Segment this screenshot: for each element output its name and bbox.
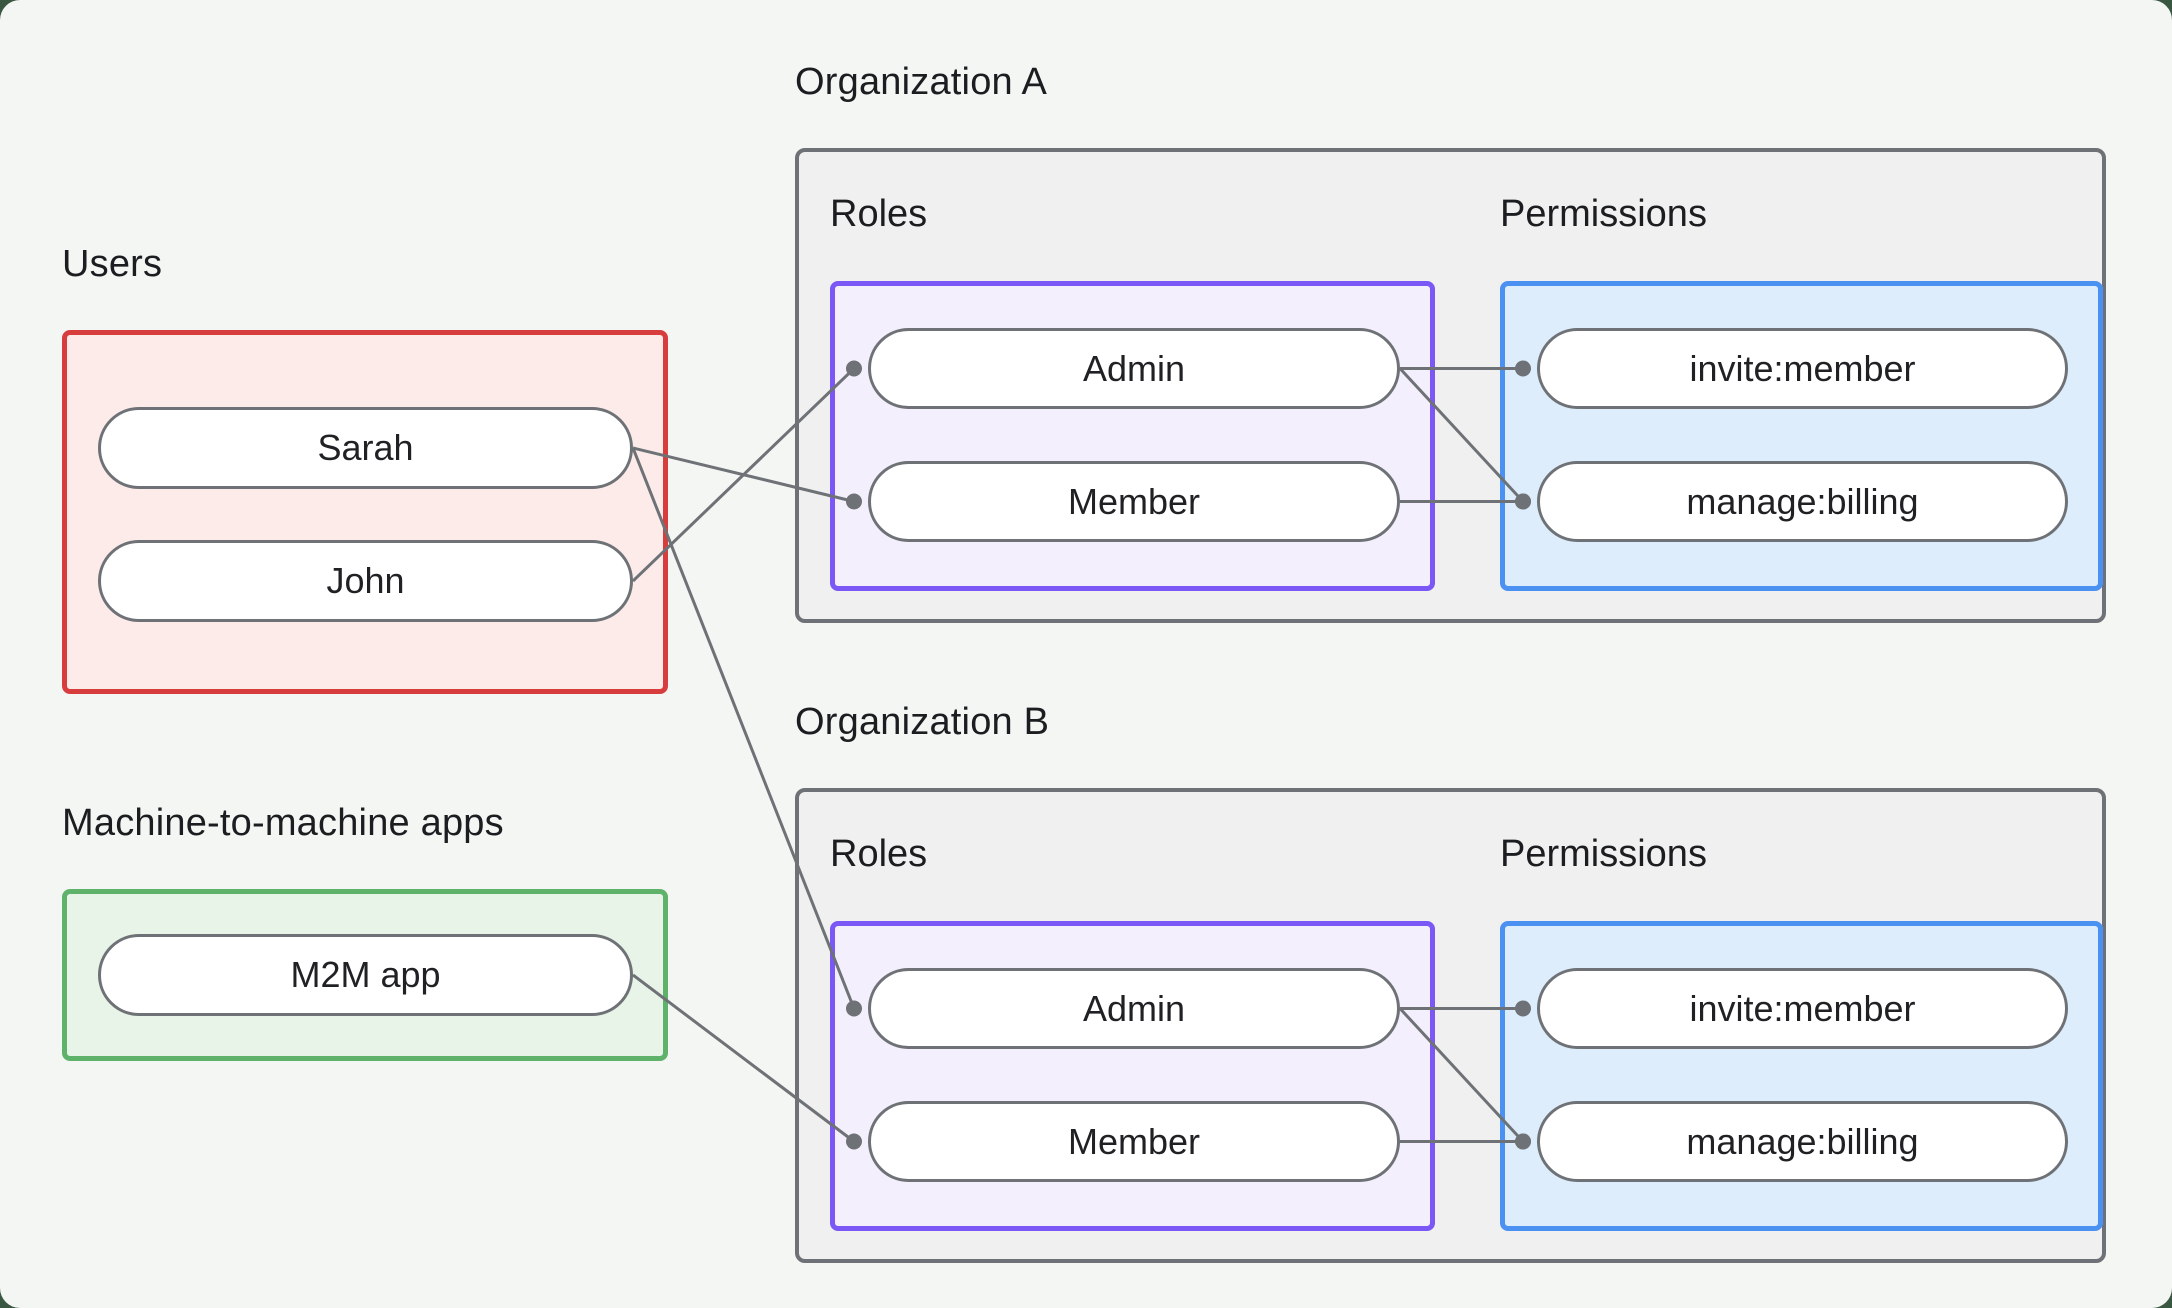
org-b-roles-box: Admin Member	[830, 921, 1435, 1231]
node-m2m-app: M2M app	[98, 934, 633, 1016]
node-org-a-member: Member	[868, 461, 1400, 542]
m2m-heading: Machine-to-machine apps	[62, 802, 504, 844]
org-a-roles-heading: Roles	[830, 193, 928, 235]
org-b-permissions-heading: Permissions	[1500, 833, 1707, 875]
node-label: manage:billing	[1686, 1120, 1919, 1162]
node-label: Admin	[1082, 347, 1186, 389]
org-b-box: Roles Permissions Admin Member invite:me…	[795, 788, 2106, 1263]
org-a-roles-box: Admin Member	[830, 281, 1435, 591]
node-label: John	[326, 560, 405, 601]
node-org-b-invite-member: invite:member	[1537, 968, 2068, 1049]
node-label: Member	[1067, 480, 1201, 522]
node-label: M2M app	[290, 954, 441, 995]
node-user-john: John	[98, 540, 633, 622]
org-a-box: Roles Permissions Admin Member invite:me…	[795, 148, 2106, 623]
node-label: manage:billing	[1686, 480, 1919, 522]
node-label: Member	[1067, 1120, 1201, 1162]
node-org-b-manage-billing: manage:billing	[1537, 1101, 2068, 1182]
org-b-roles-heading: Roles	[830, 833, 928, 875]
org-b-permissions-box: invite:member manage:billing	[1500, 921, 2103, 1231]
node-org-a-admin: Admin	[868, 328, 1400, 409]
node-org-a-invite-member: invite:member	[1537, 328, 2068, 409]
org-a-heading: Organization A	[795, 61, 1048, 103]
node-label: Sarah	[317, 427, 414, 468]
org-a-permissions-box: invite:member manage:billing	[1500, 281, 2103, 591]
node-label: Admin	[1082, 987, 1186, 1029]
node-label: invite:member	[1689, 347, 1916, 389]
org-b-heading: Organization B	[795, 701, 1050, 743]
org-a-permissions-heading: Permissions	[1500, 193, 1707, 235]
users-group-box: Sarah John	[62, 330, 668, 694]
node-org-a-manage-billing: manage:billing	[1537, 461, 2068, 542]
node-org-b-member: Member	[868, 1101, 1400, 1182]
users-heading: Users	[62, 243, 163, 285]
node-user-sarah: Sarah	[98, 407, 633, 489]
node-label: invite:member	[1689, 987, 1916, 1029]
node-org-b-admin: Admin	[868, 968, 1400, 1049]
m2m-group-box: M2M app	[62, 889, 668, 1061]
